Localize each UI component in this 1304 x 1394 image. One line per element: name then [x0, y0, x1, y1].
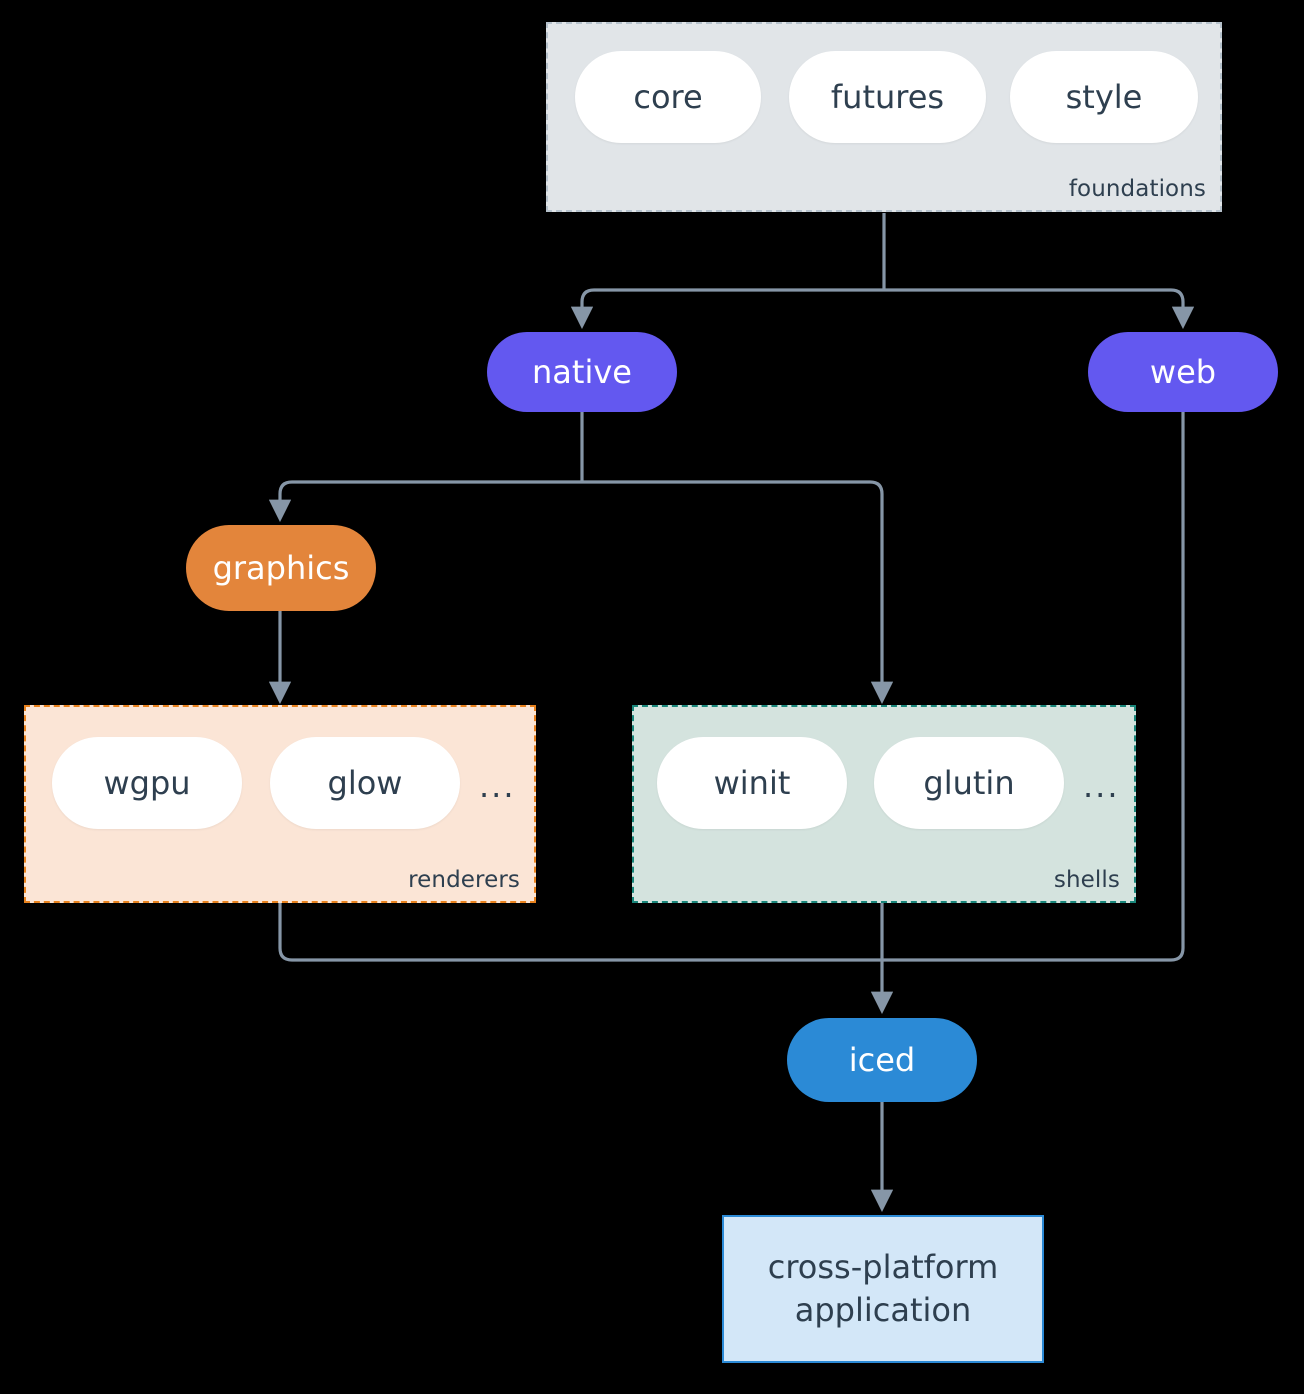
renderers-more-indicator: ...	[479, 767, 516, 805]
node-web-label: web	[1149, 353, 1217, 391]
group-renderers-label: renderers	[408, 867, 520, 893]
pill-glutin[interactable]: glutin	[874, 737, 1064, 829]
pill-style[interactable]: style	[1010, 51, 1198, 143]
pill-wgpu-label: wgpu	[103, 764, 191, 802]
group-renderers: wgpu glow ... renderers	[24, 705, 536, 903]
node-iced-label: iced	[848, 1041, 916, 1079]
application-text: cross-platform application	[768, 1246, 998, 1332]
application-line-1: cross-platform	[767, 1247, 999, 1286]
node-native-label: native	[532, 353, 632, 391]
pill-core-label: core	[633, 78, 703, 116]
group-shells: winit glutin ... shells	[632, 705, 1136, 903]
pill-core[interactable]: core	[575, 51, 761, 143]
pill-futures[interactable]: futures	[789, 51, 986, 143]
node-web[interactable]: web	[1088, 332, 1278, 412]
group-shells-label: shells	[1053, 867, 1120, 893]
pill-wgpu[interactable]: wgpu	[52, 737, 242, 829]
application-line-2: application	[794, 1291, 972, 1329]
node-graphics-label: graphics	[212, 549, 350, 587]
shells-more-indicator: ...	[1083, 767, 1120, 805]
pill-winit[interactable]: winit	[657, 737, 847, 829]
edge-foundations-to-web	[884, 288, 1195, 330]
edge-foundations-to-native	[570, 288, 884, 330]
node-iced[interactable]: iced	[787, 1018, 977, 1102]
renderers-more-label: ...	[479, 767, 516, 805]
pill-glow[interactable]: glow	[270, 737, 460, 829]
node-native[interactable]: native	[487, 332, 677, 412]
edge-native-to-shells	[582, 480, 894, 705]
edge-native-to-graphics	[268, 480, 582, 523]
edge-renderers-to-iced	[278, 903, 882, 962]
shells-more-label: ...	[1083, 767, 1120, 805]
pill-winit-label: winit	[713, 764, 791, 802]
pill-style-label: style	[1065, 78, 1143, 116]
group-foundations-label: foundations	[1068, 176, 1206, 202]
node-cross-platform-application[interactable]: cross-platform application	[722, 1215, 1044, 1363]
pill-futures-label: futures	[830, 78, 945, 116]
pill-glow-label: glow	[327, 764, 403, 802]
pill-glutin-label: glutin	[923, 764, 1015, 802]
group-foundations: core futures style foundations	[546, 22, 1222, 212]
node-graphics[interactable]: graphics	[186, 525, 376, 611]
